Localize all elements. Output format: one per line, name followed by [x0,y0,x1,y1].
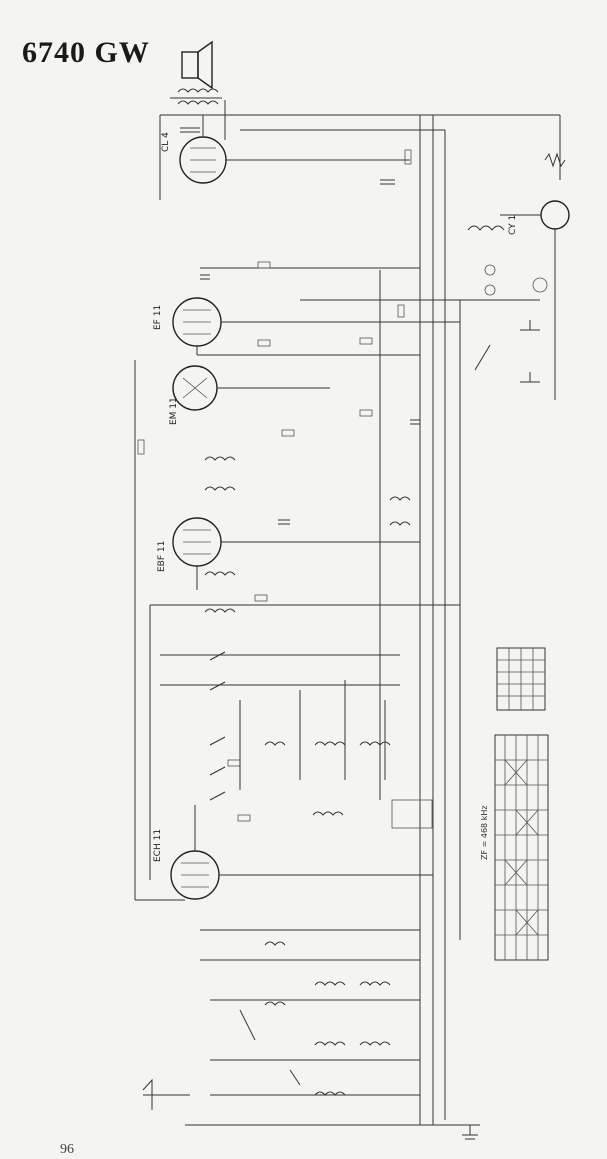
output-transformer [170,88,222,105]
if-filter-coils [204,456,411,816]
passive-components [137,127,420,822]
model-title: 6740 GW [22,36,150,69]
tube-label-em11: EM 11 [169,397,179,425]
rectifier-label: CY 1 [508,215,518,235]
tube-ech11: ECH 11 [153,805,433,900]
speaker-symbol [181,40,213,90]
page-number: 96 [60,1142,74,1157]
tube-label-ebf11: EBF 11 [157,541,167,572]
rf-coil-section [200,929,420,1096]
switch-table-small [496,647,546,711]
antenna-symbol [142,1078,190,1110]
tube-cl4: CL 4 [161,115,410,184]
tube-em11: EM 11 [169,365,330,425]
supply-rails [134,100,561,1126]
tube-label-ef11: EF 11 [153,305,163,330]
switch-table-large [494,734,549,961]
tube-ef11: EF 11 [153,297,460,356]
band-switch-block [160,651,433,829]
tube-cy1: CY 1 [500,200,570,400]
tube-ebf11: EBF 11 [157,517,420,590]
ground-symbol [462,1125,478,1140]
tube-label-cl4: CL 4 [161,132,171,152]
tube-label-ech11: ECH 11 [153,829,163,862]
heater-chain [467,152,566,383]
if-frequency-note: ZF = 468 kHz [480,805,489,860]
